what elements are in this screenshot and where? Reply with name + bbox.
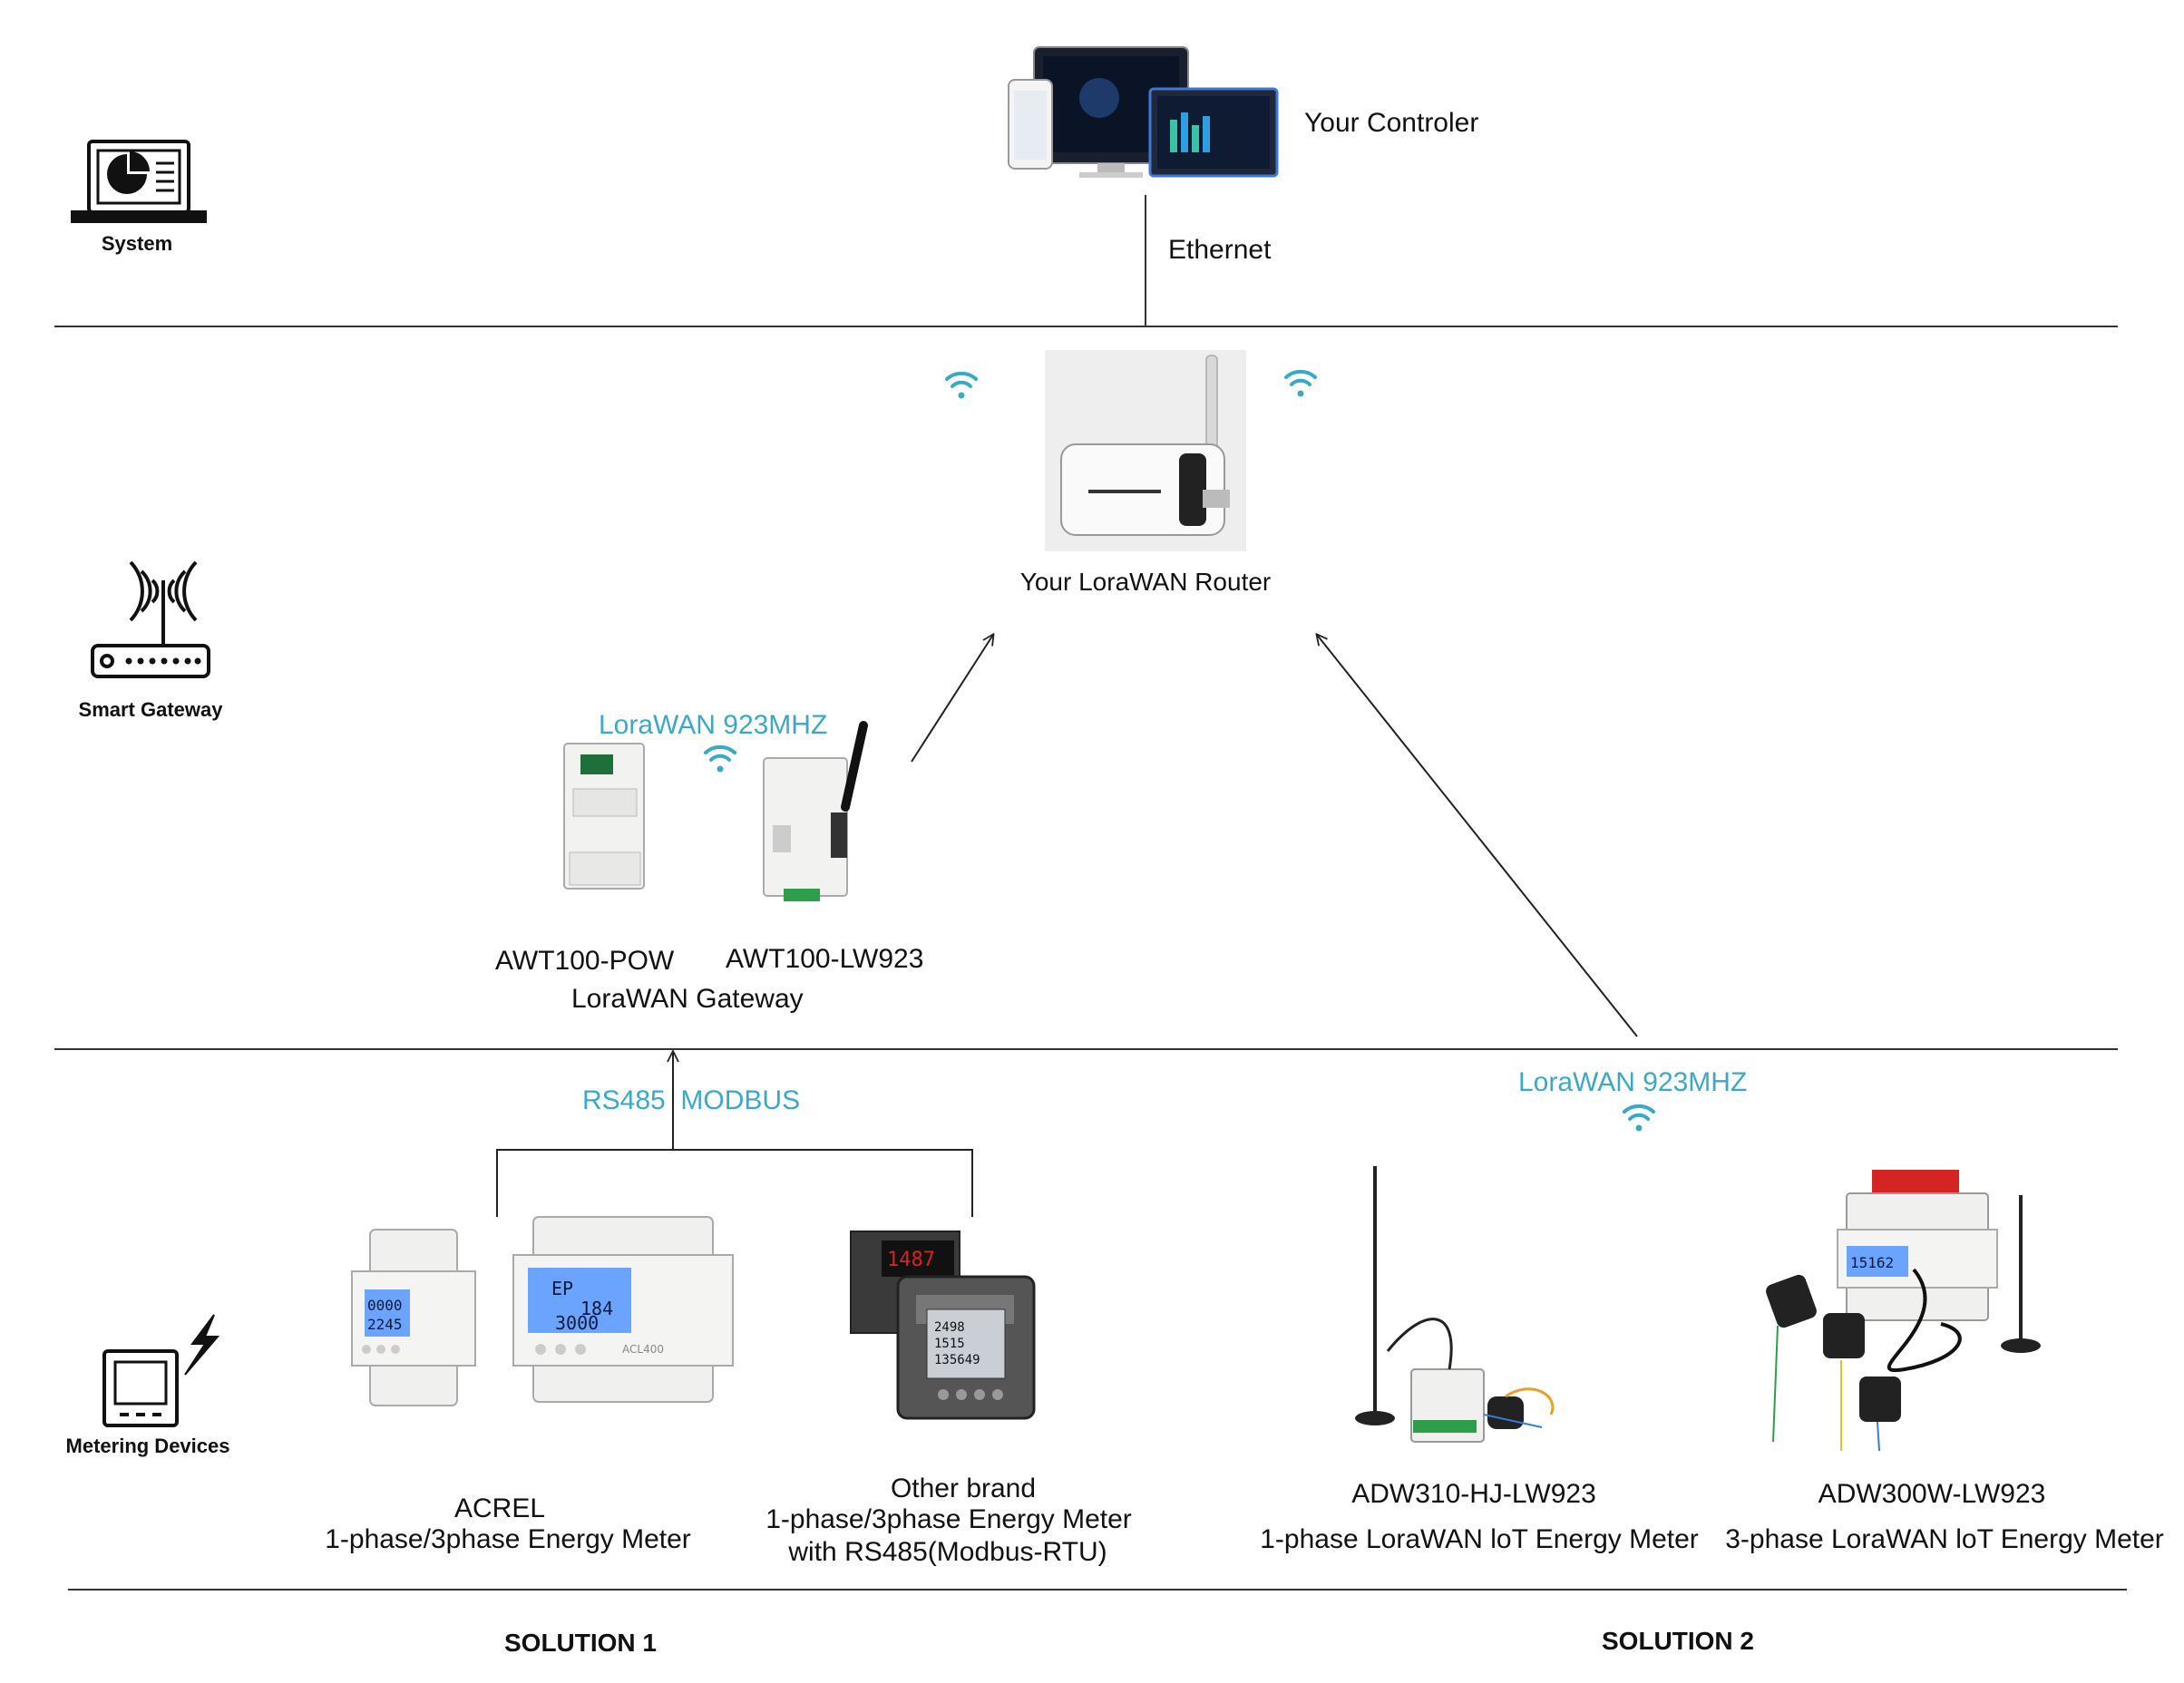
acrel-three-phase-image: EP 184 3000 ACL400 [512,1216,734,1403]
svg-text:1487: 1487 [887,1249,935,1271]
lorawan-router-image [1045,350,1246,551]
rs485-modbus-label: RS485 MODBUS [582,1085,801,1115]
ethernet-label: Ethernet [1168,235,1272,265]
wifi-icon [1284,369,1317,397]
svg-text:EP: EP [551,1278,573,1299]
acrel-label-line1: ACREL [453,1493,546,1523]
other-brand-meter-image: 1487 2498 1515 135649 [850,1231,1036,1420]
controller-devices-image [1008,46,1279,178]
laptop-chart-icon [71,140,207,223]
svg-text:2245: 2245 [367,1316,403,1333]
adw310-name-label: ADW310-HJ-LW923 [1351,1479,1596,1509]
awt100-pow-label: AWT100-POW [495,946,675,976]
other-brand-label-line3: with RS485(Modbus-RTU) [788,1537,1107,1567]
svg-text:3000: 3000 [555,1312,599,1334]
acrel-single-phase-image: 0000 2245 [351,1229,476,1406]
svg-text:0000: 0000 [367,1297,403,1314]
svg-text:184: 184 [580,1298,613,1319]
wifi-icon [1623,1104,1655,1132]
router-icon [91,560,210,678]
lorawan-gateway-caption: LoraWAN Gateway [571,984,804,1014]
adw310-hj-lw923-image [1355,1166,1555,1443]
other-brand-label-line1: Other brand [890,1474,1037,1503]
svg-text:ACL400: ACL400 [622,1343,664,1356]
tier-label-smart-gateway: Smart Gateway [78,698,223,721]
solution-1-label: SOLUTION 1 [503,1629,658,1657]
adw300w-desc-label: 3-phase LoraWAN loT Energy Meter [1725,1524,2164,1554]
meter-bolt-icon [102,1314,220,1427]
wifi-icon [945,371,978,399]
svg-text:1515: 1515 [934,1337,965,1351]
solution2-frequency-label: LoraWAN 923MHZ [1518,1067,1748,1097]
other-brand-label-line2: 1-phase/3phase Energy Meter [765,1504,1132,1534]
awt100-lw923-image [763,721,868,901]
adw300w-lw923-image: 15162 [1766,1170,2041,1452]
awt100-pow-image [563,743,645,890]
adw300w-name-label: ADW300W-LW923 [1818,1479,2046,1509]
controller-label: Your Controler [1304,108,1479,138]
rs485-bus-bracket [496,1149,973,1217]
tier-label-metering-devices: Metering Devices [65,1435,230,1457]
wifi-icon [704,744,736,773]
acrel-label-line2: 1-phase/3phase Energy Meter [325,1524,691,1554]
gateway-frequency-label: LoraWAN 923MHZ [599,710,828,740]
svg-text:135649: 135649 [934,1353,980,1367]
tier-label-system: System [101,232,173,255]
arrow-solution2-to-router [1317,635,1638,1037]
svg-text:2498: 2498 [934,1320,965,1335]
svg-text:15162: 15162 [1850,1254,1894,1271]
awt100-lw923-label: AWT100-LW923 [726,944,924,974]
router-label: Your LoraWAN Router [1019,568,1272,596]
arrow-gateway-to-router [911,635,993,763]
solution-2-label: SOLUTION 2 [1601,1627,1755,1655]
adw310-desc-label: 1-phase LoraWAN loT Energy Meter [1260,1524,1699,1554]
